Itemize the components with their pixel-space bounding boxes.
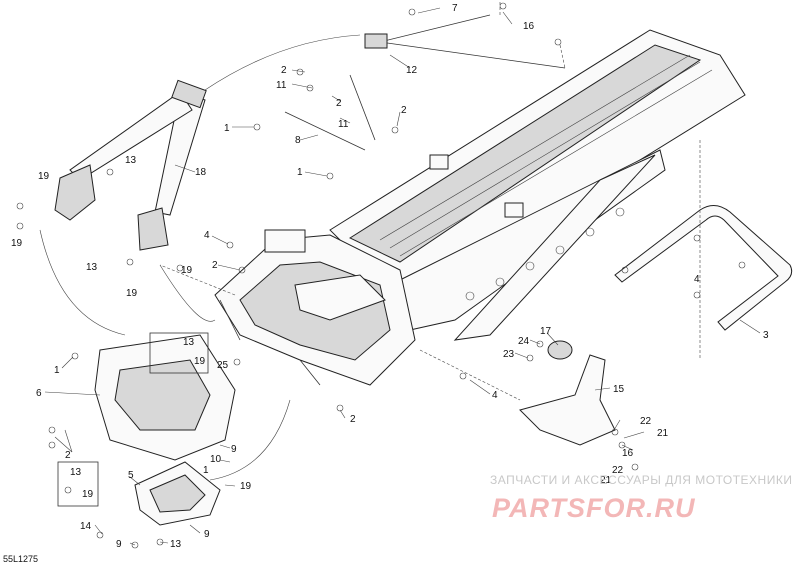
callout-13d: 13: [70, 467, 82, 478]
front-bumper-bracket: [94, 334, 236, 461]
callout-15: 15: [613, 384, 625, 395]
callout-6: 6: [36, 388, 42, 399]
callout-19a: 19: [38, 171, 50, 182]
callout-9c: 9: [204, 529, 210, 540]
callout-9a: 9: [231, 444, 237, 455]
callout-11a: 11: [276, 80, 287, 91]
rear-bumper: [614, 205, 793, 331]
rear-mount: [519, 340, 616, 446]
callout-2a: 2: [281, 65, 287, 76]
callout-2d: 2: [212, 260, 218, 271]
callout-11b: 11: [338, 119, 349, 130]
callout-7: 7: [452, 3, 458, 14]
callout-13e: 13: [170, 539, 182, 550]
callout-21b: 21: [600, 475, 612, 486]
callout-14: 14: [80, 521, 92, 532]
callout-5: 5: [128, 470, 134, 481]
callout-19d: 19: [181, 265, 193, 276]
kit-box-lower: [57, 461, 99, 507]
front-frame: [214, 229, 416, 386]
fasteners: [16, 2, 746, 549]
callout-19f: 19: [240, 481, 252, 492]
callout-17: 17: [540, 326, 552, 337]
callout-4b: 4: [492, 390, 498, 401]
assembly-lines: [39, 0, 701, 481]
callout-22a: 22: [640, 416, 652, 427]
watermark: ЗАПЧАСТИ И АКСЕССУАРЫ ДЛЯ МОТОТЕХНИКИ PA…: [490, 473, 792, 523]
callout-2c: 2: [401, 105, 407, 116]
callout-12: 12: [406, 65, 418, 76]
callout-3: 3: [763, 330, 769, 341]
callout-23: 23: [503, 349, 515, 360]
callout-2f: 2: [65, 450, 71, 461]
callout-25: 25: [217, 360, 229, 371]
callout-10: 10: [210, 454, 222, 465]
upper-struts: [284, 14, 566, 151]
leader-lines: [44, 7, 761, 546]
callout-19e: 19: [194, 356, 206, 367]
callout-19g: 19: [82, 489, 94, 500]
callout-13c: 13: [183, 337, 195, 348]
callout-labels: 7 16 12 2 11 2 2 11 1 8 1 18 13 19 19 13…: [11, 3, 769, 550]
callout-19c: 19: [126, 288, 138, 299]
callout-21a: 21: [657, 428, 669, 439]
callout-13b: 13: [86, 262, 98, 273]
callout-22b: 22: [612, 465, 624, 476]
lower-bracket: [134, 461, 221, 526]
callout-24: 24: [518, 336, 530, 347]
tunnel: [329, 29, 746, 341]
callout-1d: 1: [203, 465, 209, 476]
upper-column: [54, 79, 207, 251]
callout-8: 8: [295, 135, 301, 146]
callout-2b: 2: [336, 98, 342, 109]
callout-2e: 2: [350, 414, 356, 425]
kit-box-upper: [149, 332, 209, 374]
callout-9b: 9: [116, 539, 122, 550]
callout-16: 16: [523, 21, 535, 32]
callout-16b: 16: [622, 448, 634, 459]
callout-18: 18: [195, 167, 207, 178]
callout-1a: 1: [224, 123, 230, 134]
diagram-code: 55L1275: [3, 554, 38, 564]
callout-4a: 4: [204, 230, 210, 241]
watermark-tagline: ЗАПЧАСТИ И АКСЕССУАРЫ ДЛЯ МОТОТЕХНИКИ: [490, 473, 792, 487]
callout-19b: 19: [11, 238, 23, 249]
callout-4c: 4: [694, 274, 700, 285]
callout-13a: 13: [125, 155, 137, 166]
watermark-brand: PARTSFOR.RU: [492, 493, 696, 523]
callout-1c: 1: [54, 365, 60, 376]
callout-1b: 1: [297, 167, 303, 178]
